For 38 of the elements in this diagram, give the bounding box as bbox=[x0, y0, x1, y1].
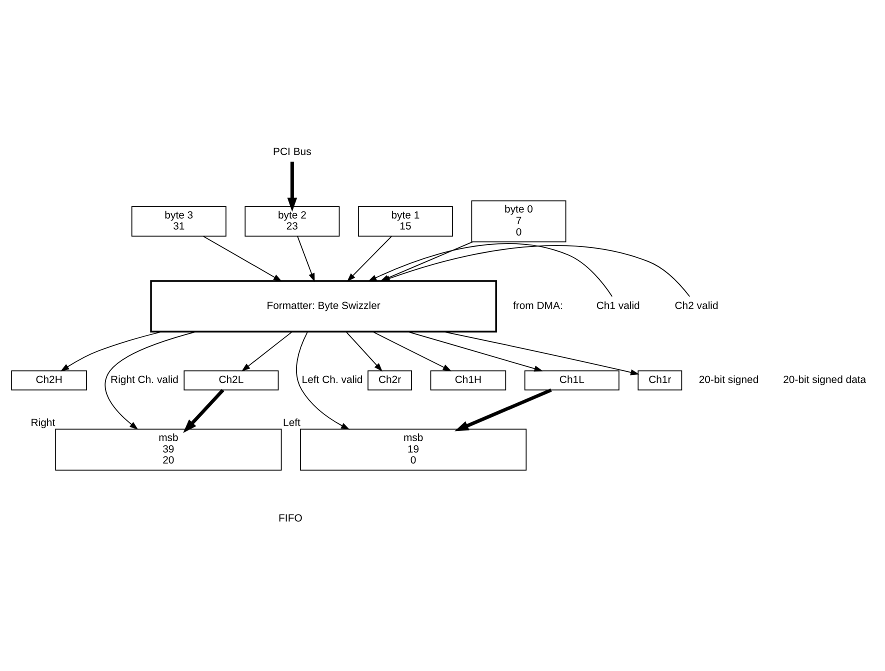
arrow bbox=[454, 388, 552, 432]
node-box: Ch1r bbox=[638, 370, 682, 390]
node-label: Right bbox=[30, 418, 56, 430]
node-box: Ch2r bbox=[368, 370, 412, 390]
node-box: byte 0 7 0 bbox=[471, 200, 566, 242]
edge-label: Right Ch. valid bbox=[110, 375, 178, 386]
node-box: byte 3 31 bbox=[131, 206, 226, 237]
arrow bbox=[60, 331, 163, 372]
node-box: Ch1H bbox=[430, 370, 506, 390]
edge-label: Left Ch. valid bbox=[302, 375, 363, 386]
arrow bbox=[297, 236, 315, 282]
arrow bbox=[407, 331, 543, 372]
label: FIFO bbox=[278, 514, 302, 525]
arrow bbox=[368, 243, 613, 297]
label: 20-bit signed data bbox=[783, 375, 866, 386]
arrow bbox=[346, 331, 383, 372]
node-text: PCI Bus bbox=[273, 146, 312, 158]
label: from DMA: bbox=[512, 301, 563, 312]
node-box: byte 2 23 bbox=[244, 206, 340, 237]
arrow bbox=[242, 331, 293, 372]
node-label: Left bbox=[283, 418, 300, 430]
arrow bbox=[442, 331, 640, 376]
label: 20-bit signed bbox=[698, 375, 759, 386]
node-box: Ch1L bbox=[524, 370, 620, 390]
node-text: Ch2 valid bbox=[674, 301, 718, 312]
arrow bbox=[203, 236, 282, 282]
node-box: byte 1 15 bbox=[358, 206, 453, 237]
node-box: Formatter: Byte Swizzler bbox=[150, 280, 497, 332]
node-text: Ch1 valid bbox=[596, 301, 640, 312]
node-box: msb 19 0 bbox=[300, 428, 527, 471]
arrow bbox=[104, 331, 198, 430]
arrow bbox=[372, 331, 452, 372]
arrow bbox=[296, 331, 350, 430]
node-box: Ch2L bbox=[184, 370, 279, 390]
node-box: Ch2H bbox=[11, 370, 87, 390]
node-box: msb 39 20 bbox=[55, 428, 282, 471]
arrow bbox=[287, 162, 298, 212]
arrow bbox=[183, 388, 224, 434]
